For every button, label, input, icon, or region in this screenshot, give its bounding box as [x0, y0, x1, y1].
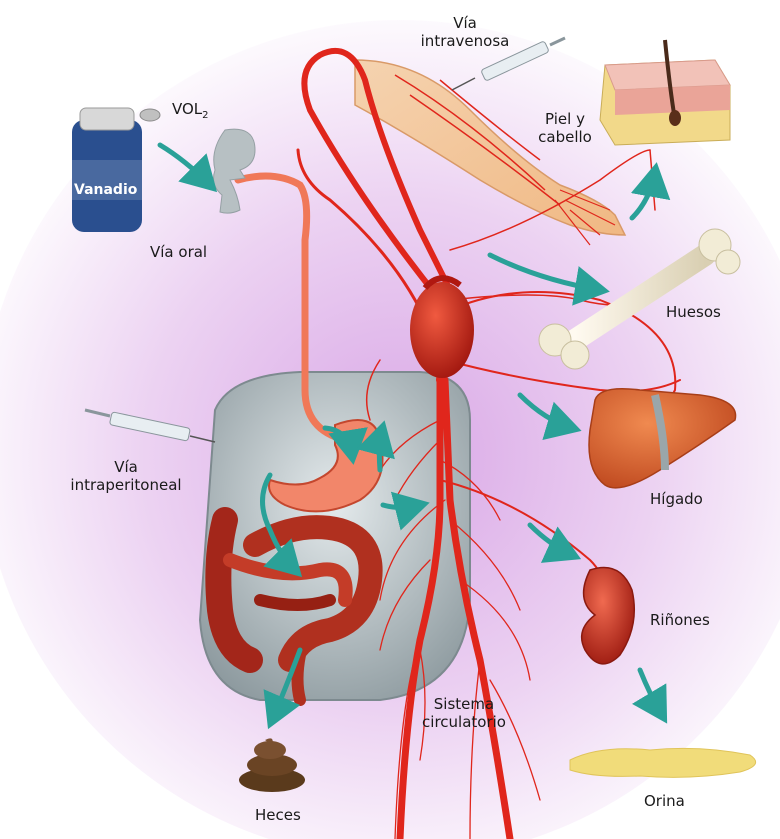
label-via-intravenosa-line2: intravenosa — [421, 32, 510, 50]
label-via-intravenosa: Vía intravenosa — [421, 14, 510, 50]
label-piel-cabello: Piel y cabello — [538, 110, 592, 146]
label-higado: Hígado — [650, 490, 703, 508]
skin-hair-block — [600, 40, 730, 145]
label-heces: Heces — [255, 806, 301, 824]
label-via-intraperitoneal-line2: intraperitoneal — [70, 476, 181, 494]
label-piel-line1: Piel y — [538, 110, 592, 128]
arrow-absorption-up — [379, 430, 382, 470]
label-sistema-circulatorio: Sistema circulatorio — [422, 695, 506, 731]
arrow-absorption-right — [383, 505, 420, 508]
label-rinones: Riñones — [650, 611, 710, 629]
label-huesos: Huesos — [666, 303, 721, 321]
label-orina: Orina — [644, 792, 685, 810]
label-vol2-main: VOL — [172, 100, 202, 118]
label-piel-line2: cabello — [538, 128, 592, 146]
urine-puddle — [570, 748, 756, 777]
pill-icon — [140, 109, 160, 121]
label-vol2: VOL2 — [172, 100, 209, 125]
label-sistema-line2: circulatorio — [422, 713, 506, 731]
label-via-intraperitoneal-line1: Vía — [70, 458, 181, 476]
label-sistema-line1: Sistema — [422, 695, 506, 713]
label-via-intravenosa-line1: Vía — [421, 14, 510, 32]
label-via-oral: Vía oral — [150, 243, 207, 261]
vanadio-vial-icon — [72, 108, 142, 232]
label-vol2-sub: 2 — [202, 110, 208, 121]
label-via-intraperitoneal: Vía intraperitoneal — [70, 458, 181, 494]
label-vanadio: Vanadio — [74, 182, 137, 198]
